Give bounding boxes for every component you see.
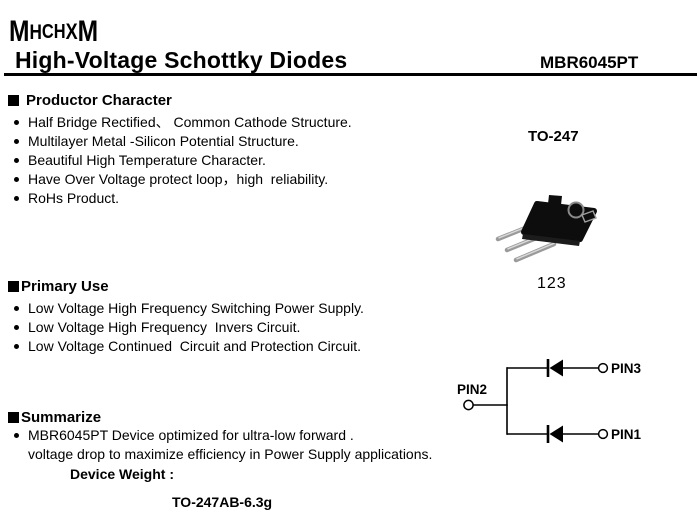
package-name-label: TO-247	[528, 128, 579, 145]
page-title: High-Voltage Schottky Diodes	[15, 47, 348, 73]
bullet-text: Low Voltage Continued Circuit and Protec…	[28, 338, 362, 354]
bullet-text: Half Bridge Rectified、 Common Cathode St…	[28, 114, 352, 130]
list-item: Low Voltage High Frequency Switching Pow…	[10, 299, 440, 318]
bullet-dot-icon	[14, 177, 19, 182]
diode-symbol	[546, 359, 563, 377]
bullet-text: RoHs Product.	[28, 190, 120, 206]
section-heading-productor-character: Productor Character	[8, 93, 172, 108]
anode-triangle	[549, 359, 563, 377]
anode-triangle	[549, 425, 563, 443]
primary-use-bullet-list: Low Voltage High Frequency Switching Pow…	[10, 299, 440, 356]
bullet-dot-icon	[14, 306, 19, 311]
device-weight-label: Device Weight :	[70, 466, 174, 482]
productor-bullet-list: Half Bridge Rectified、 Common Cathode St…	[10, 113, 440, 208]
circuit-wires	[473, 367, 599, 435]
bullet-text: Beautiful High Temperature Character.	[28, 152, 266, 168]
bullet-dot-icon	[14, 433, 19, 438]
pin3-label: PIN3	[611, 361, 642, 376]
diode-circuit-diagram: PIN2 PIN3 PIN1	[457, 359, 642, 443]
summarize-line: MBR6045PT Device optimized for ultra-low…	[28, 427, 354, 443]
diode-symbol	[546, 425, 563, 443]
list-item: RoHs Product.	[10, 189, 440, 208]
list-item: MBR6045PT Device optimized for ultra-low…	[10, 426, 470, 464]
pin1-terminal	[597, 428, 609, 440]
bullet-dot-icon	[14, 325, 19, 330]
corner-notch	[581, 210, 597, 223]
pin3-terminal	[597, 362, 609, 374]
pin-numbers-label: 123	[537, 275, 567, 292]
square-bullet-icon	[8, 281, 19, 292]
square-bullet-icon	[8, 95, 19, 106]
pin2-terminal	[463, 399, 474, 411]
section-heading-label: Productor Character	[26, 92, 172, 109]
bullet-dot-icon	[14, 196, 19, 201]
bullet-dot-icon	[14, 158, 19, 163]
list-item: Low Voltage High Frequency Invers Circui…	[10, 318, 440, 337]
brand-logo: MHCHXM	[9, 14, 98, 48]
summarize-text-block: MBR6045PT Device optimized for ultra-low…	[10, 426, 470, 464]
square-bullet-icon	[8, 412, 19, 423]
list-item: Low Voltage Continued Circuit and Protec…	[10, 337, 440, 356]
list-item: Beautiful High Temperature Character.	[10, 151, 440, 170]
section-heading-label: Summarize	[21, 409, 102, 426]
bullet-text: Multilayer Metal -Silicon Potential Stru…	[28, 133, 299, 149]
device-weight-value: TO-247AB-6.3g	[172, 494, 273, 510]
package-tab	[548, 195, 562, 205]
part-number: MBR6045PT	[540, 53, 639, 72]
pin1-label: PIN1	[611, 427, 642, 442]
bullet-dot-icon	[14, 139, 19, 144]
bullet-dot-icon	[14, 344, 19, 349]
section-heading-summarize: Summarize	[8, 410, 101, 425]
list-item: Half Bridge Rectified、 Common Cathode St…	[10, 113, 440, 132]
section-heading-label: Primary Use	[21, 278, 109, 295]
pin2-label: PIN2	[457, 382, 487, 397]
brand-logo-text: MHCHXM	[9, 14, 98, 48]
mounting-hole-icon	[567, 201, 585, 219]
bullet-text: Have Over Voltage protect loop，high reli…	[28, 171, 329, 187]
list-item: Multilayer Metal -Silicon Potential Stru…	[10, 132, 440, 151]
section-heading-primary-use: Primary Use	[8, 279, 109, 294]
title-underline	[4, 73, 697, 76]
package-side	[522, 234, 580, 246]
bullet-text: Low Voltage High Frequency Invers Circui…	[28, 319, 301, 335]
to-247-package-illustration	[495, 195, 597, 263]
list-item: Have Over Voltage protect loop，high reli…	[10, 170, 440, 189]
bullet-dot-icon	[14, 120, 19, 125]
bullet-text: Low Voltage High Frequency Switching Pow…	[28, 300, 364, 316]
lead-highlight	[516, 242, 555, 260]
summarize-line: voltage drop to maximize efficiency in P…	[28, 446, 433, 462]
